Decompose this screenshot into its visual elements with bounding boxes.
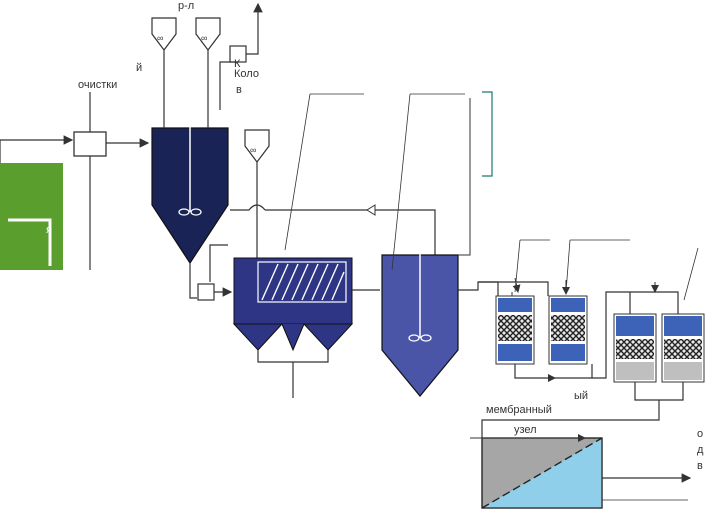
filter-unit-1 [495, 295, 535, 365]
green-source-block [0, 163, 63, 270]
label-membrane-line1: мембранный [486, 404, 552, 416]
label-cleaning: очистки [78, 79, 118, 91]
valve-box-icon [197, 283, 215, 301]
label-right-v: в [697, 460, 703, 472]
svg-text:∞: ∞ [250, 145, 256, 155]
valve-box-icon [73, 131, 107, 157]
mixer-icon [408, 334, 432, 342]
label-fragment-v: в [236, 84, 242, 96]
label-right-o: о [697, 428, 704, 440]
mixer-icon [178, 208, 202, 216]
svg-text:∞: ∞ [157, 33, 163, 43]
label-fragment-k: К [234, 58, 241, 70]
dosing-cone-icon [244, 129, 270, 163]
membrane-unit [481, 437, 603, 509]
sorption-filter-1 [613, 313, 657, 383]
label-top-fragment: р-л [178, 0, 195, 12]
label-membrane-fragment: ый [574, 390, 589, 402]
recycle-pipe [265, 209, 436, 255]
label-cleaning-prefix: й [136, 62, 143, 74]
label-fragment-kolo: Коло [234, 68, 259, 80]
label-right-d: д [697, 444, 704, 456]
sorption-filter-2 [661, 313, 705, 383]
dosing-cone-icon [195, 17, 221, 51]
label-membrane-line2: узел [514, 424, 537, 436]
lamella-settler [232, 257, 354, 352]
svg-text:∞: ∞ [201, 33, 207, 43]
teal-bracket [482, 91, 493, 177]
filter-unit-2 [548, 295, 588, 365]
dosing-cone-icon [151, 17, 177, 51]
label-green-block-letter: я [46, 224, 52, 236]
